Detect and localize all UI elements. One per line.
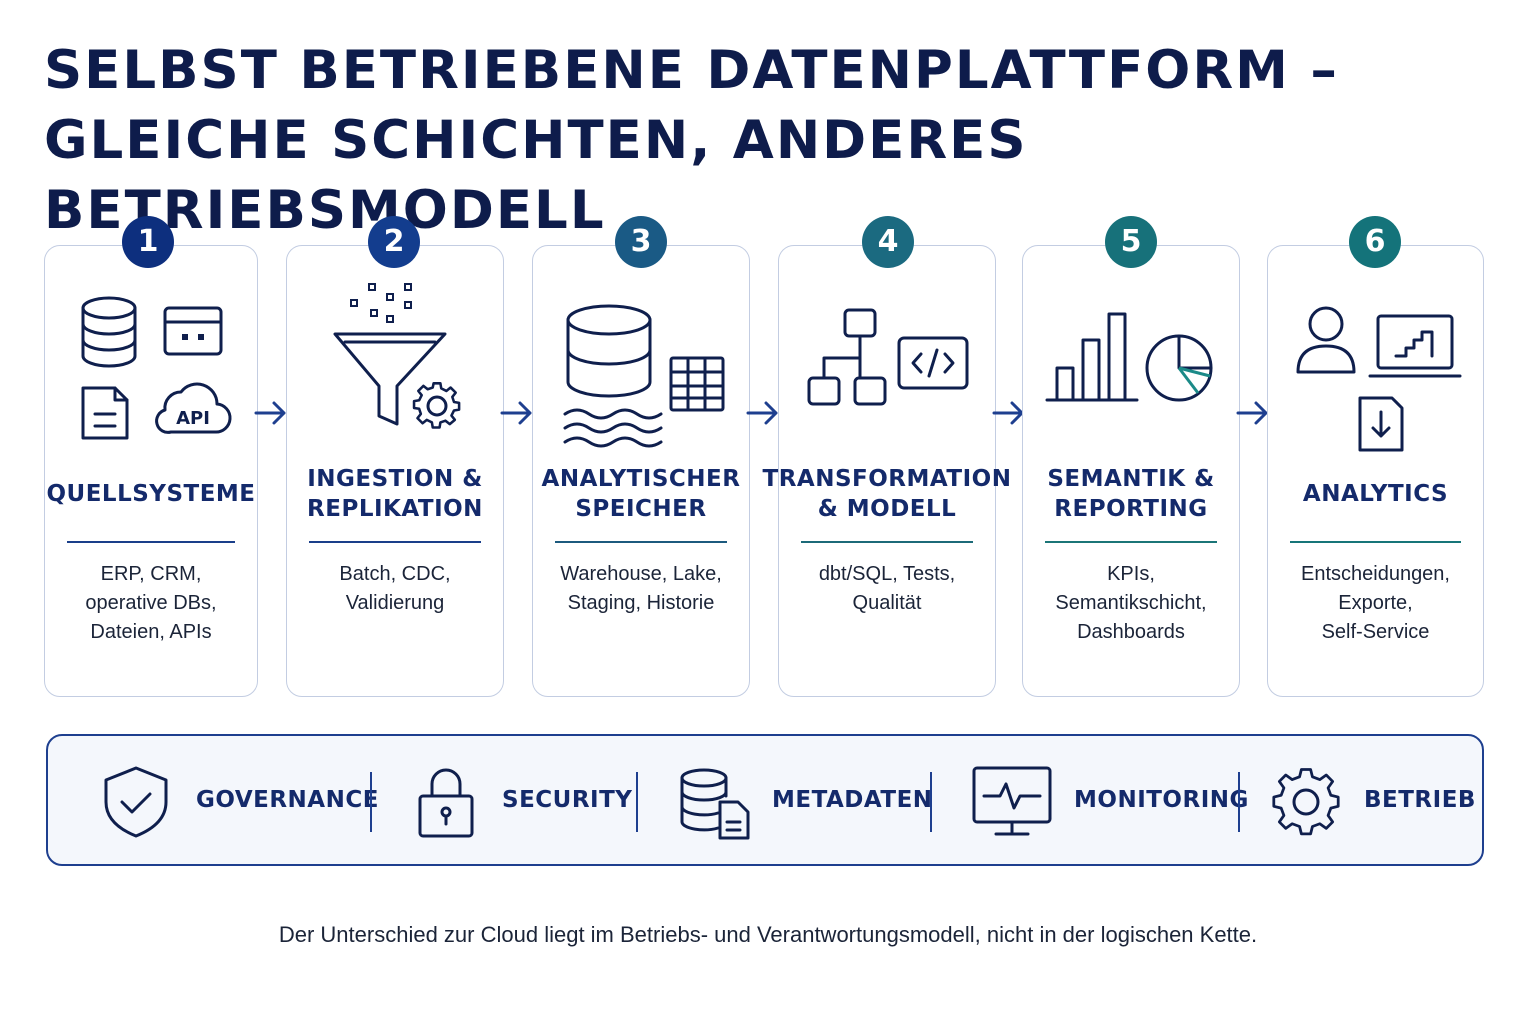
pie-chart-icon <box>1145 334 1213 402</box>
step-title: INGESTION & REPLIKATION <box>307 466 483 522</box>
feature-betrieb: BETRIEB <box>1364 787 1476 813</box>
title-rule <box>309 541 481 543</box>
step-description: Entscheidungen, Exporte, Self-Service <box>1300 563 1450 643</box>
step-description: dbt/SQL, Tests, Qualität <box>818 563 956 614</box>
step-3-icons <box>563 304 725 448</box>
cloud-api-icon: API <box>155 382 232 434</box>
cross-cutting-band: GOVERNANCE SECURITY METADATEN MONITORING… <box>46 734 1484 866</box>
api-label: API <box>176 408 210 429</box>
arrow-right-icon <box>1236 401 1268 425</box>
gear-icon <box>1272 768 1340 836</box>
feature-governance: GOVERNANCE <box>196 787 379 813</box>
hierarchy-icon <box>807 308 887 406</box>
step-1-icons: API <box>81 296 232 440</box>
title-rule <box>1290 541 1461 543</box>
bar-chart-icon <box>1045 312 1139 402</box>
step-card-semantik: SEMANTIK & REPORTING KPIs, Semantikschic… <box>1022 245 1240 697</box>
shield-check-icon <box>104 766 168 838</box>
title-line-1: SELBST BETRIEBENE DATENPLATTFORM – <box>44 40 1339 101</box>
document-icon <box>81 386 129 440</box>
step-2-icons <box>333 283 461 429</box>
divider <box>930 772 932 832</box>
step-badge-3: 3 <box>615 216 667 268</box>
padlock-icon <box>418 768 474 838</box>
step-title: QUELLSYSTEME <box>46 481 256 507</box>
table-grid-icon <box>669 356 725 412</box>
step-badge-2: 2 <box>368 216 420 268</box>
step-5-icons <box>1045 312 1213 402</box>
step-title: TRANSFORMATION & MODELL <box>762 466 1012 522</box>
download-doc-icon <box>1358 396 1404 452</box>
step-card-ingestion: INGESTION & REPLIKATION Batch, CDC, Vali… <box>286 245 504 697</box>
step-badge-1: 1 <box>122 216 174 268</box>
step-badge-6: 6 <box>1349 216 1401 268</box>
step-6-icons <box>1296 306 1462 452</box>
step-card-speicher: ANALYTISCHER SPEICHER Warehouse, Lake, S… <box>532 245 750 697</box>
laptop-chart-icon <box>1368 314 1462 378</box>
step-card-quellsysteme: API QUELLSYSTEME ERP, CRM, operative DBs… <box>44 245 258 697</box>
data-lake-icon <box>563 304 663 448</box>
footer-note: Der Unterschied zur Cloud liegt im Betri… <box>278 922 1258 947</box>
data-particles-icon <box>350 283 412 323</box>
title-line-2: GLEICHE SCHICHTEN, ANDERES BETRIEBSMODEL… <box>44 110 1028 241</box>
step-title: SEMANTIK & REPORTING <box>1047 466 1215 522</box>
arrow-right-icon <box>500 401 532 425</box>
title-rule <box>555 541 727 543</box>
title-rule <box>801 541 973 543</box>
arrow-right-icon <box>746 401 778 425</box>
title-rule <box>1045 541 1217 543</box>
page-title: SELBST BETRIEBENE DATENPLATTFORM – GLEIC… <box>44 36 1536 246</box>
step-badge-5: 5 <box>1105 216 1157 268</box>
arrow-right-icon <box>254 401 286 425</box>
step-badge-4: 4 <box>862 216 914 268</box>
step-title: ANALYTISCHER SPEICHER <box>541 466 741 522</box>
window-icon <box>163 306 223 356</box>
divider <box>636 772 638 832</box>
step-description: Batch, CDC, Validierung <box>339 563 451 614</box>
feature-monitoring: MONITORING <box>1074 787 1249 813</box>
user-icon <box>1296 306 1356 374</box>
gear-icon <box>412 382 461 429</box>
title-rule <box>67 541 235 543</box>
feature-security: SECURITY <box>502 787 633 813</box>
step-title: ANALYTICS <box>1302 481 1449 507</box>
arrow-right-icon <box>992 401 1024 425</box>
step-card-analytics: ANALYTICS Entscheidungen, Exporte, Self-… <box>1267 245 1484 697</box>
step-description: Warehouse, Lake, Staging, Historie <box>560 563 722 614</box>
divider <box>370 772 372 832</box>
database-icon <box>81 296 137 368</box>
code-icon <box>897 336 969 390</box>
feature-metadaten: METADATEN <box>772 787 933 813</box>
database-doc-icon <box>680 768 750 840</box>
monitor-pulse-icon <box>972 766 1052 836</box>
step-card-transformation: TRANSFORMATION & MODELL dbt/SQL, Tests, … <box>762 245 1012 697</box>
step-description: KPIs, Semantikschicht, Dashboards <box>1055 563 1207 643</box>
divider <box>1238 772 1240 832</box>
step-description: ERP, CRM, operative DBs, Dateien, APIs <box>85 563 217 643</box>
step-4-icons <box>807 308 969 406</box>
funnel-icon <box>333 332 447 426</box>
